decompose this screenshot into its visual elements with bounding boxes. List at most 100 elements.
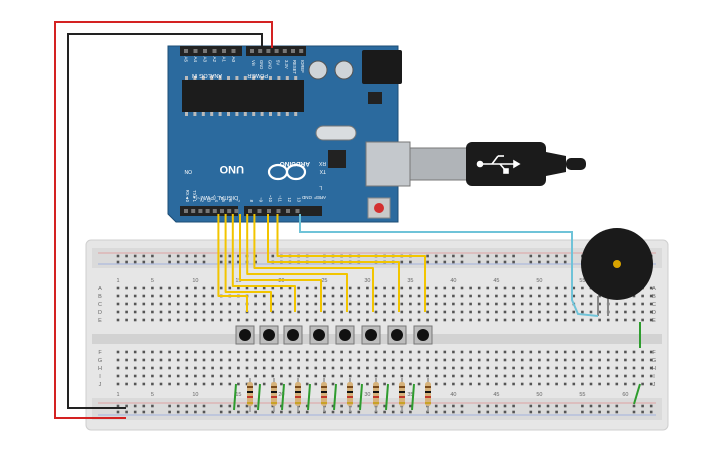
breadboard-hole (383, 374, 386, 378)
breadboard-hole (297, 358, 300, 362)
row-letter: F (652, 350, 656, 356)
breadboard-hole (572, 310, 576, 314)
breadboard-hole (133, 302, 137, 306)
breadboard-hole (357, 302, 361, 306)
breadboard-hole (271, 404, 275, 408)
breadboard-hole (546, 294, 550, 298)
breadboard-hole (434, 310, 438, 314)
chip-pin (260, 112, 264, 116)
breadboard-hole (563, 350, 567, 354)
breadboard-hole (176, 302, 180, 306)
breadboard-hole (469, 318, 472, 322)
breadboard-hole (452, 318, 455, 322)
column-number-top: 55 (579, 278, 585, 284)
breadboard-hole (288, 382, 292, 386)
breadboard-hole (237, 358, 240, 362)
breadboard-hole (443, 294, 447, 298)
breadboard-hole (288, 350, 292, 354)
ground-jumper-wire (359, 383, 363, 411)
resistor-band (321, 402, 327, 404)
breadboard-hole (142, 286, 146, 290)
breadboard-hole (443, 404, 447, 408)
breadboard-hole (546, 302, 550, 306)
breadboard-hole (503, 310, 507, 314)
breadboard-hole (348, 318, 352, 322)
breadboard-hole (366, 318, 369, 322)
breadboard-hole (331, 410, 335, 414)
breadboard-hole (641, 294, 644, 298)
breadboard-hole (383, 286, 386, 290)
breadboard-hole (538, 374, 541, 378)
breadboard-hole (151, 310, 154, 314)
breadboard-hole (641, 366, 644, 370)
breadboard-hole (245, 366, 249, 370)
power-pin-label: IOREF (300, 60, 305, 73)
breadboard-hole (271, 302, 275, 306)
power-pin-label: GND (267, 60, 272, 69)
breadboard-hole (168, 358, 171, 362)
breadboard-hole (116, 404, 120, 408)
breadboard-hole (254, 260, 257, 264)
resistor-band (425, 402, 431, 404)
breadboard-hole (503, 294, 507, 298)
breadboard-hole (280, 302, 283, 306)
rx-label: RX (318, 160, 326, 166)
breadboard-hole (288, 302, 292, 306)
button-signal-wire (224, 214, 272, 312)
header-socket (248, 209, 252, 213)
breadboard-hole (581, 382, 584, 386)
breadboard-hole (151, 318, 154, 322)
breadboard-hole (460, 318, 464, 322)
chip-pin (218, 112, 222, 116)
breadboard-hole (176, 382, 180, 386)
breadboard-hole (366, 366, 369, 370)
breadboard-hole (262, 286, 266, 290)
breadboard-hole (443, 374, 447, 378)
chip-pin (243, 112, 247, 116)
breadboard-hole (151, 294, 154, 298)
breadboard-hole (219, 318, 223, 322)
row-letter: C (652, 302, 656, 308)
breadboard-hole (495, 350, 498, 354)
power-pin-label: 5V (276, 60, 281, 65)
breadboard-hole (581, 350, 584, 354)
usb-cable (409, 142, 586, 186)
breadboard-hole (538, 260, 541, 264)
breadboard-hole (589, 302, 593, 306)
digital-pin-label: ~5 (221, 197, 226, 202)
breadboard-hole (434, 302, 438, 306)
ground-jumper-wire (333, 383, 337, 411)
breadboard-hole (323, 294, 326, 298)
pushbutton-cap (313, 329, 325, 341)
breadboard-hole (125, 254, 128, 258)
breadboard-hole (649, 286, 653, 290)
breadboard-hole (254, 318, 257, 322)
column-number-top: 40 (450, 278, 456, 284)
breadboard-hole (297, 318, 300, 322)
breadboard-hole (434, 358, 438, 362)
breadboard-hole (452, 410, 455, 414)
breadboard-hole (288, 358, 292, 362)
breadboard-hole (400, 374, 404, 378)
breadboard-hole (383, 350, 386, 354)
breadboard-hole (176, 410, 180, 414)
breadboard-hole (185, 382, 189, 386)
breadboard-hole (262, 294, 266, 298)
breadboard-hole (624, 318, 627, 322)
breadboard-hole (228, 410, 232, 414)
breadboard-hole (374, 310, 378, 314)
breadboard-hole (529, 366, 533, 370)
breadboard-hole (581, 404, 584, 408)
breadboard-hole (555, 286, 558, 290)
breadboard-hole (529, 286, 533, 290)
breadboard-hole (486, 286, 490, 290)
digital-pin-label: RX◄0 (185, 190, 190, 203)
breadboard-hole (409, 404, 412, 408)
breadboard-hole (555, 260, 558, 264)
breadboard-hole (288, 286, 292, 290)
resistor-band (347, 396, 353, 398)
breadboard-hole (168, 374, 171, 378)
breadboard-hole (357, 404, 361, 408)
breadboard-hole (486, 366, 490, 370)
row-letter: D (98, 310, 102, 316)
